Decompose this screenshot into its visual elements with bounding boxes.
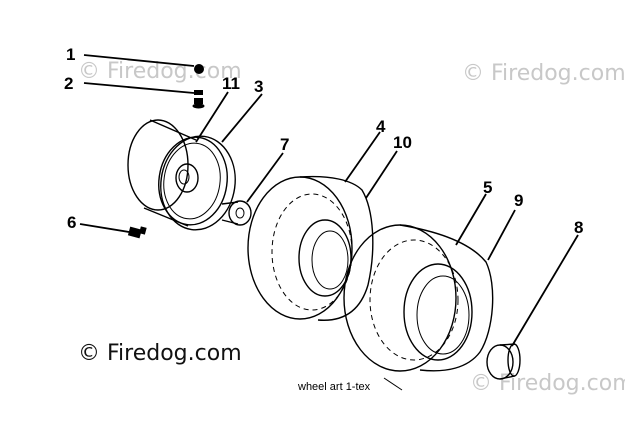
callout-4: 4: [376, 117, 386, 136]
callout-11: 11: [222, 74, 240, 93]
watermark-top-right: © Firedog.com: [462, 61, 625, 86]
leader-lines: [79, 54, 579, 391]
front-tire-part: [247, 175, 374, 321]
valve-cap-part: [194, 64, 204, 74]
rear-tire-part: [343, 224, 494, 372]
callout-7: 7: [280, 135, 289, 154]
grease-fitting-part: [127, 226, 147, 239]
callout-10: 10: [393, 133, 412, 152]
wheel-rim-part: [127, 119, 236, 231]
valve-stem-part: [192, 90, 205, 109]
figure-caption: wheel art 1-tex: [297, 381, 371, 393]
callout-9: 9: [514, 191, 523, 210]
watermark-bottom-left: © Firedog.com: [78, 341, 242, 366]
callout-5: 5: [483, 178, 492, 197]
callout-8: 8: [574, 218, 583, 237]
callout-3: 3: [254, 77, 263, 96]
bushing-part: [221, 200, 252, 226]
callout-6: 6: [67, 213, 76, 232]
watermark-bottom-right: © Firedog.com: [470, 371, 625, 396]
callout-2: 2: [64, 74, 73, 93]
callout-1: 1: [66, 45, 75, 64]
